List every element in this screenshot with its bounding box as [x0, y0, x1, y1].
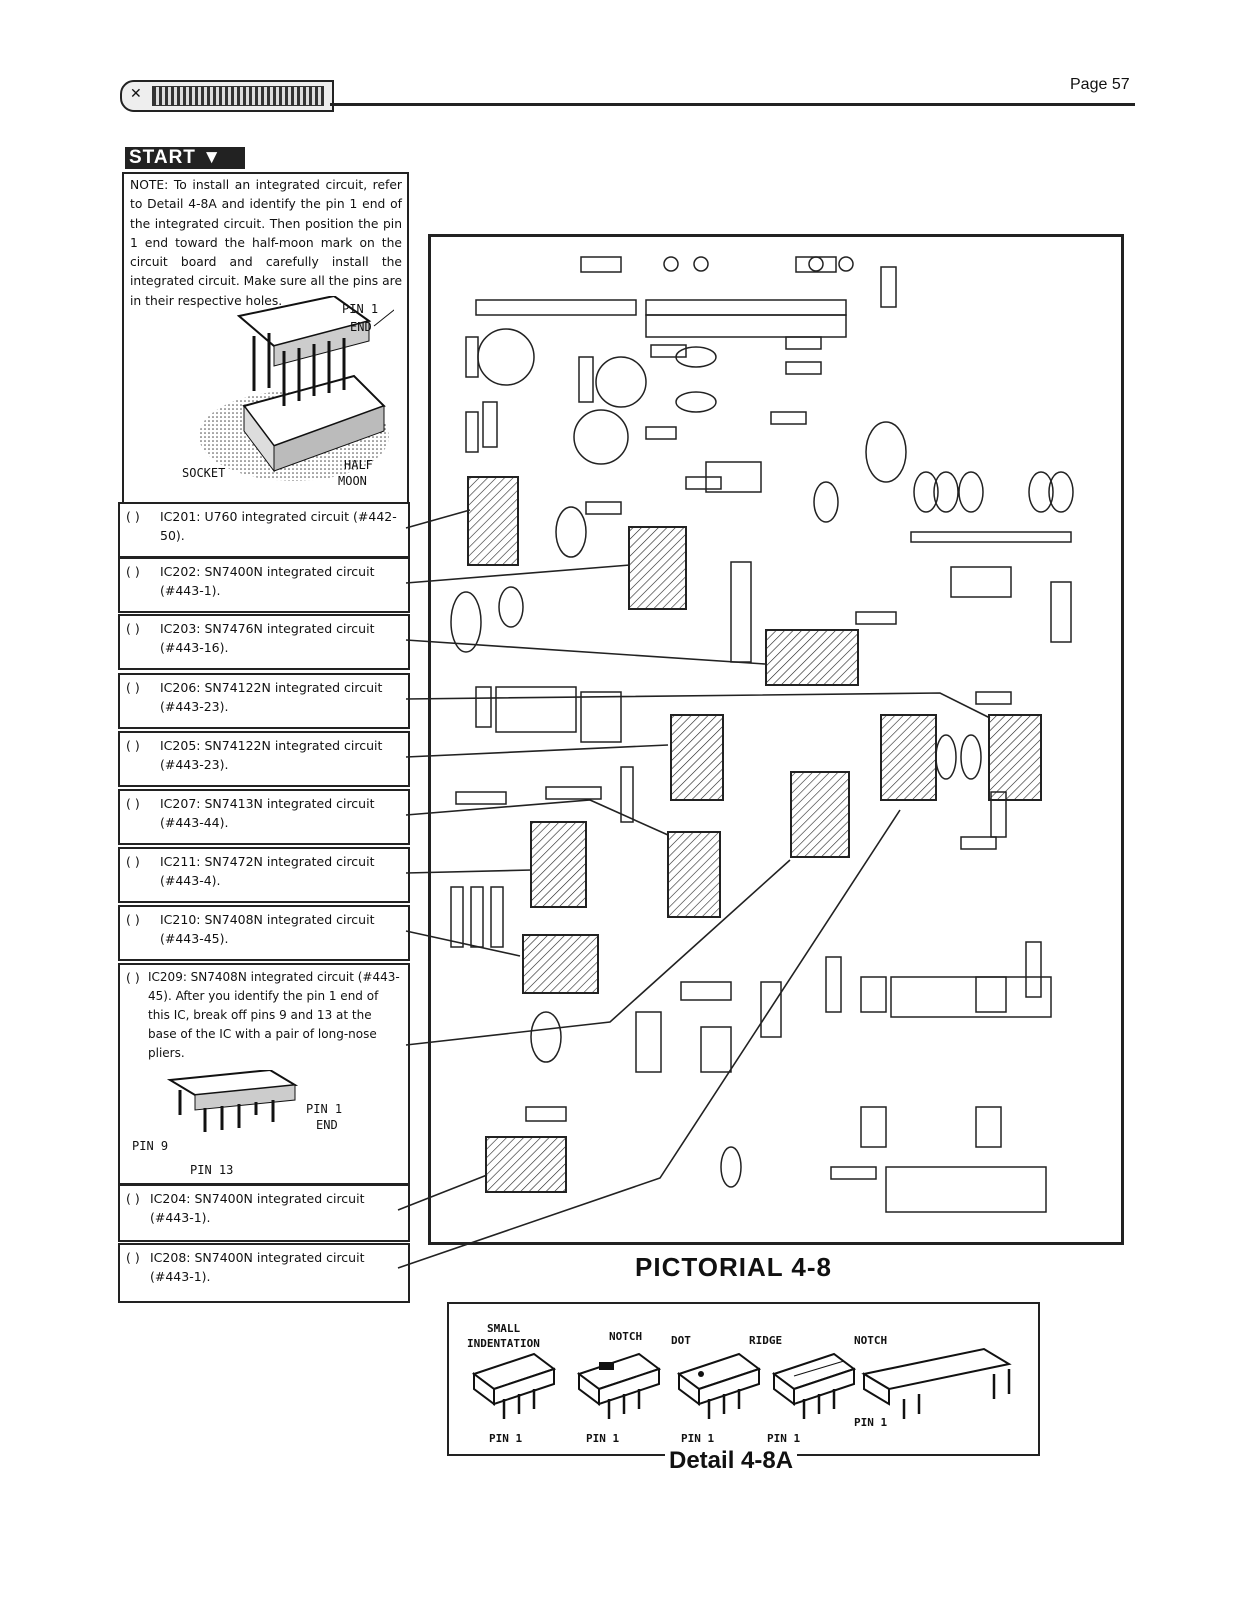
step-text: IC209: SN7408N integrated circuit (#443-…	[148, 970, 400, 1060]
page-number: Page 57	[1070, 76, 1130, 93]
step-ic205: ( ) IC205: SN74122N integrated circuit (…	[118, 731, 410, 787]
ic-package-illustrations	[471, 1347, 1012, 1419]
ic208-footprint	[880, 714, 937, 801]
detail-label-notch: NOTCH	[609, 1330, 643, 1343]
circuit-board-pictorial	[428, 234, 1124, 1245]
ic209-pin9-label: PIN 9	[132, 1139, 169, 1153]
checkbox-ic202[interactable]: ( )	[126, 564, 140, 579]
step-ic203: ( ) IC203: SN7476N integrated circuit (#…	[118, 614, 410, 670]
step-ic211: ( ) IC211: SN7472N integrated circuit (#…	[118, 847, 410, 903]
checkbox-ic210[interactable]: ( )	[126, 912, 140, 927]
step-text: IC205: SN74122N integrated circuit (#443…	[160, 738, 383, 772]
header-rule	[330, 103, 1135, 106]
step-text: IC206: SN74122N integrated circuit (#443…	[160, 680, 383, 714]
detail-pin1-c: PIN 1	[681, 1432, 715, 1445]
detail-pin1-a: PIN 1	[489, 1432, 523, 1445]
ic209-end-label: END	[316, 1118, 338, 1132]
ic205-footprint	[670, 714, 724, 801]
ic207-footprint	[667, 831, 721, 918]
checkbox-ic211[interactable]: ( )	[126, 854, 140, 869]
checkbox-ic207[interactable]: ( )	[126, 796, 140, 811]
ic211-footprint	[530, 821, 587, 908]
step-ic201: ( ) IC201: U760 integrated circuit (#442…	[118, 502, 410, 558]
detail-pin1-d: PIN 1	[767, 1432, 801, 1445]
step-ic210: ( ) IC210: SN7408N integrated circuit (#…	[118, 905, 410, 961]
detail-label-small: SMALL	[487, 1322, 521, 1335]
checkbox-ic208[interactable]: ( )	[126, 1250, 140, 1265]
step-ic207: ( ) IC207: SN7413N integrated circuit (#…	[118, 789, 410, 845]
circuit-board-drawing	[450, 256, 1074, 1213]
step-ic202: ( ) IC202: SN7400N integrated circuit (#…	[118, 557, 410, 613]
step-ic209: ( ) IC209: SN7408N integrated circuit (#…	[118, 963, 410, 1185]
detail-label-ridge: RIDGE	[749, 1334, 783, 1347]
ic206-footprint	[988, 714, 1042, 801]
ic209-footprint	[790, 771, 850, 858]
ic201-footprint	[467, 476, 519, 566]
step-text: IC203: SN7476N integrated circuit (#443-…	[160, 621, 375, 655]
note-box: NOTE: To install an integrated circuit, …	[122, 172, 409, 506]
detail-pin1-b: PIN 1	[586, 1432, 620, 1445]
detail-4-8a-box: SMALL INDENTATION NOTCH DOT RIDGE NOTCH …	[447, 1302, 1040, 1456]
step-text: IC204: SN7400N integrated circuit (#443-…	[150, 1191, 365, 1225]
ic209-pin1-label: PIN 1	[306, 1102, 343, 1116]
step-text: IC202: SN7400N integrated circuit (#443-…	[160, 564, 375, 598]
step-text: IC211: SN7472N integrated circuit (#443-…	[160, 854, 375, 888]
manufacturer-logo: ✕	[120, 80, 334, 112]
checkbox-ic206[interactable]: ( )	[126, 680, 140, 695]
logo-emblem-icon: ✕	[130, 85, 142, 101]
detail-label-dot: DOT	[671, 1334, 691, 1347]
ic210-footprint	[522, 934, 599, 994]
detail-label-notch-2: NOTCH	[854, 1334, 888, 1347]
note-pin1-label: PIN 1	[342, 302, 379, 316]
ic-socket-illustration	[199, 296, 394, 481]
checkbox-ic209[interactable]: ( )	[126, 970, 140, 985]
checkbox-ic204[interactable]: ( )	[126, 1191, 140, 1206]
start-badge: START ▼	[125, 147, 245, 169]
moon-label: MOON	[338, 474, 367, 488]
ic203-footprint	[765, 629, 859, 686]
ic204-footprint	[485, 1136, 567, 1193]
step-text: IC208: SN7400N integrated circuit (#443-…	[150, 1250, 365, 1284]
checkbox-ic205[interactable]: ( )	[126, 738, 140, 753]
note-text: NOTE: To install an integrated circuit, …	[130, 178, 403, 308]
ic-broken-pins-illustration	[166, 1070, 299, 1132]
half-label: HALF	[344, 458, 373, 472]
checkbox-ic201[interactable]: ( )	[126, 509, 140, 524]
note-end-label: END	[350, 320, 372, 334]
pictorial-caption: PICTORIAL 4-8	[635, 1252, 832, 1282]
ic202-footprint	[628, 526, 687, 610]
logo-wordmark	[152, 86, 324, 106]
detail-caption: Detail 4-8A	[665, 1447, 798, 1475]
step-text: IC201: U760 integrated circuit (#442-50)…	[160, 509, 397, 543]
step-ic208: ( ) IC208: SN7400N integrated circuit (#…	[118, 1243, 410, 1303]
detail-label-indentation: INDENTATION	[467, 1337, 540, 1350]
socket-label: SOCKET	[182, 466, 226, 480]
ic209-pin13-label: PIN 13	[190, 1163, 234, 1177]
step-text: IC207: SN7413N integrated circuit (#443-…	[160, 796, 375, 830]
step-text: IC210: SN7408N integrated circuit (#443-…	[160, 912, 375, 946]
checkbox-ic203[interactable]: ( )	[126, 621, 140, 636]
detail-pin1-e: PIN 1	[854, 1416, 888, 1429]
step-ic204: ( ) IC204: SN7400N integrated circuit (#…	[118, 1184, 410, 1242]
step-ic206: ( ) IC206: SN74122N integrated circuit (…	[118, 673, 410, 729]
